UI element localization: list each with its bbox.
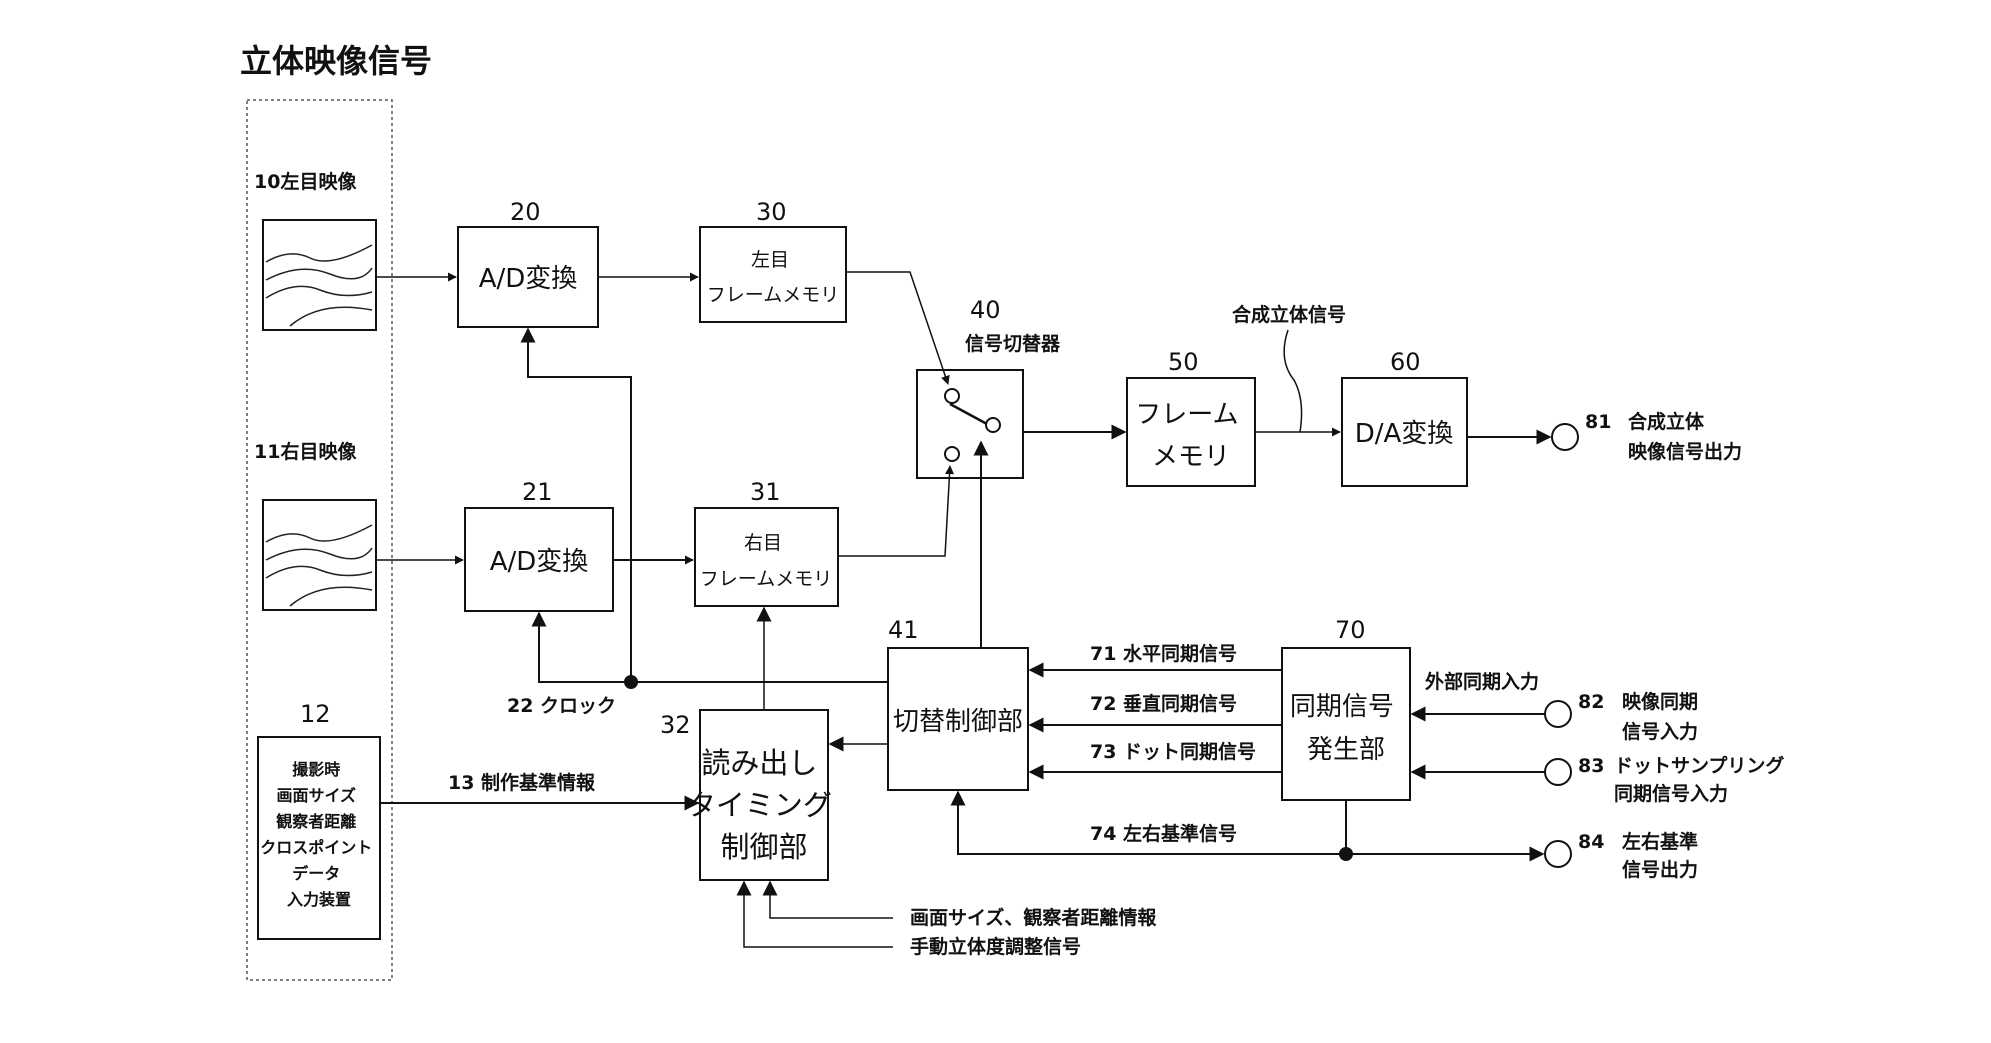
ad-left-block	[457, 226, 599, 328]
switch-ctrl-label: 切替制御部	[893, 707, 1023, 737]
svg-text:フレーム メモリ: フレーム メモリ	[1135, 400, 1247, 472]
clock-label: 22 クロック	[507, 695, 616, 717]
terminal-83-line2: 同期信号入力	[1614, 782, 1728, 805]
readout-line1: 読み出し	[701, 746, 817, 780]
input-device-number: 12	[300, 700, 331, 728]
svg-text:合成立体 映像信号出力: 合成立体 映像信号出力	[1628, 410, 1742, 463]
fm-right-line1: 右目	[744, 532, 782, 554]
sync-gen-number: 70	[1335, 616, 1366, 644]
terminal-82-line1: 映像同期	[1622, 690, 1698, 713]
composite-signal-label: 合成立体信号	[1232, 303, 1346, 326]
right-image-label: 11右目映像	[254, 440, 357, 463]
readout-line2: タイミング	[687, 788, 832, 822]
terminal-81-line2: 映像信号出力	[1628, 440, 1742, 463]
manual-adjust-label: 手動立体度調整信号	[910, 935, 1081, 958]
svg-text:左右基準 信号出力: 左右基準 信号出力	[1622, 830, 1705, 881]
ad-right-label: A/D変換	[490, 547, 589, 577]
svg-text:同期信号 発生部: 同期信号 発生部	[1290, 692, 1402, 765]
production-ref-label: 13 制作基準情報	[448, 771, 596, 794]
readout-number: 32	[660, 711, 691, 739]
ext-sync-label: 外部同期入力	[1425, 670, 1539, 693]
fm-left-number: 30	[756, 198, 787, 226]
fm-left-block	[699, 226, 847, 323]
switch-ctrl-block	[887, 647, 1029, 791]
ad-left-label: A/D変換	[479, 264, 578, 294]
svg-text:読み出し タイミング 制御部: 読み出し タイミング 制御部	[687, 746, 841, 864]
diagram-title: 立体映像信号	[240, 42, 432, 80]
frame-memory-line1: フレーム	[1135, 400, 1238, 430]
ad-left-number: 20	[510, 198, 541, 226]
input-device-line: クロスポイント	[260, 838, 372, 857]
sync-gen-line1: 同期信号	[1290, 692, 1394, 722]
fm-right-line2: フレームメモリ	[700, 568, 832, 590]
switch-contacts	[944, 388, 1001, 462]
input-device-line: 観察者距離	[276, 812, 356, 831]
right-image-thumbnail	[262, 499, 377, 611]
terminal-83-number: 83	[1578, 755, 1604, 777]
fm-right-number: 31	[750, 478, 781, 506]
switcher-number: 40	[970, 296, 1001, 324]
input-device-line: 入力装置	[287, 890, 351, 909]
terminal-81-number: 81	[1585, 411, 1611, 433]
sync-gen-line2: 発生部	[1307, 735, 1385, 765]
left-image-thumbnail	[262, 219, 377, 331]
da-block	[1341, 377, 1468, 487]
da-label: D/A変換	[1355, 419, 1454, 449]
frame-memory-block	[1126, 377, 1256, 487]
input-device-line: 画面サイズ	[276, 786, 356, 805]
svg-text:左目 フレームメモリ: 左目 フレームメモリ	[707, 249, 839, 306]
readout-block	[699, 709, 829, 881]
readout-line3: 制御部	[720, 830, 807, 864]
terminal-81	[1551, 423, 1579, 451]
sync-gen-block	[1281, 647, 1411, 801]
terminal-82-line2: 信号入力	[1622, 720, 1698, 743]
fm-left-line1: 左目	[751, 249, 789, 271]
signal-wires: 22 クロック 13 制作基準情報 71 水平同期信号 72 垂直同期信号 73…	[376, 271, 1552, 958]
input-device-line: 撮影時	[292, 760, 340, 779]
switch-ctrl-number: 41	[888, 616, 919, 644]
terminal-83-line1: ドットサンプリング	[1614, 754, 1784, 777]
terminal-82-number: 82	[1578, 691, 1604, 713]
left-image-label: 10左目映像	[254, 170, 357, 193]
svg-text:ドットサンプリング 同期信号入力: ドットサンプリング 同期信号入力	[1614, 754, 1791, 805]
terminal-81-line1: 合成立体	[1628, 410, 1705, 433]
hsync-label: 71 水平同期信号	[1090, 642, 1237, 665]
terminal-84-line1: 左右基準	[1622, 830, 1698, 853]
terminal-84	[1544, 840, 1572, 868]
fm-left-line2: フレームメモリ	[707, 284, 839, 306]
source-group-outline	[246, 99, 393, 981]
terminal-83	[1544, 758, 1572, 786]
screen-info-label: 画面サイズ、観察者距離情報	[910, 906, 1157, 929]
frame-memory-number: 50	[1168, 348, 1199, 376]
switcher-block	[916, 369, 1024, 479]
lr-ref-label: 74 左右基準信号	[1090, 822, 1237, 845]
switcher-label: 信号切替器	[965, 332, 1061, 355]
svg-text:右目 フレームメモリ: 右目 フレームメモリ	[700, 532, 832, 590]
fm-right-block	[694, 507, 839, 607]
svg-text:撮影時 画面サイズ 観察者距離 クロ: 撮影時 画面サイズ 観察者距離 クロスポイント データ 入力装置	[260, 760, 378, 909]
ad-right-number: 21	[522, 478, 553, 506]
svg-text:映像同期 信号入力: 映像同期 信号入力	[1622, 690, 1705, 743]
input-device-box	[257, 736, 381, 940]
terminal-84-number: 84	[1578, 831, 1604, 853]
frame-memory-line2: メモリ	[1152, 442, 1230, 472]
dotsync-label: 73 ドット同期信号	[1090, 740, 1256, 763]
da-number: 60	[1390, 348, 1421, 376]
terminal-82	[1544, 700, 1572, 728]
terminal-84-line2: 信号出力	[1622, 858, 1698, 881]
input-device-line: データ	[292, 864, 340, 883]
vsync-label: 72 垂直同期信号	[1090, 692, 1237, 715]
